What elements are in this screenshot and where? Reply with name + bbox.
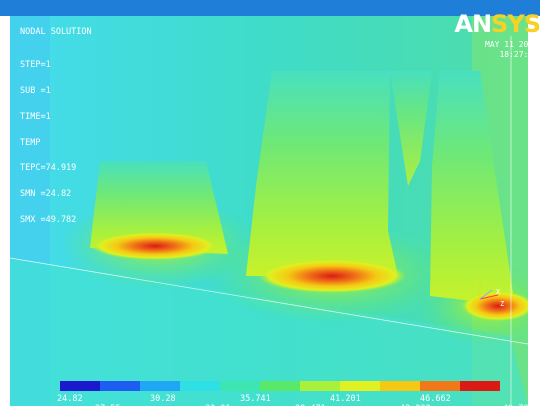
contour-plot-viewport[interactable]: X Z NODAL SOLUTION STEP=1 SUB =1 TIME=1 …	[10, 16, 528, 406]
legend-color-segment-0	[60, 381, 100, 391]
legend-color-segment-1	[100, 381, 140, 391]
hot-spot-3	[462, 291, 528, 321]
legend-value: 41.201	[330, 394, 361, 404]
legend-value: 38.471	[295, 404, 326, 414]
ansys-logo: ANSYS	[454, 10, 540, 38]
legend-color-segment-3	[180, 381, 220, 391]
legend-value: 33.01	[205, 404, 231, 414]
legend-color-segment-10	[460, 381, 500, 391]
solution-info: STEP=1 SUB =1 TIME=1 TEMP TEPC=74.919 SM…	[20, 44, 76, 242]
plot-title: NODAL SOLUTION	[20, 27, 92, 37]
legend-color-segment-2	[140, 381, 180, 391]
hot-spot-2	[258, 259, 406, 293]
info-step: STEP=1	[20, 60, 51, 71]
legend-value: 46.662	[420, 394, 451, 404]
info-temp: TEMP	[20, 137, 41, 148]
hot-spot-1	[91, 232, 219, 260]
legend-color-segment-5	[260, 381, 300, 391]
fin-1	[90, 161, 228, 254]
fin-3	[430, 71, 515, 306]
axis-triad: X Z	[479, 281, 504, 308]
info-sub: SUB =1	[20, 85, 51, 96]
fin-2-notch	[390, 71, 432, 186]
legend-value: 49.782	[503, 404, 534, 414]
window-header-bar	[0, 0, 540, 16]
axis-x-label: X	[496, 288, 501, 296]
legend-value: 43.932	[400, 404, 431, 414]
legend-value: 30.28	[150, 394, 176, 404]
edge-line	[10, 257, 528, 345]
legend-value: 27.55	[95, 404, 121, 414]
plot-date: MAY 11 2006	[485, 40, 538, 49]
info-smn: SMN =24.82	[20, 189, 72, 200]
info-smx: SMX =49.782	[20, 214, 77, 225]
info-tepc: TEPC=74.919	[20, 163, 77, 174]
legend-color-segment-8	[380, 381, 420, 391]
legend-color-segment-4	[220, 381, 260, 391]
floor-region	[10, 258, 528, 406]
fin-2	[246, 71, 398, 276]
legend-value: 24.82	[57, 394, 83, 404]
axis-z-label: Z	[500, 300, 504, 308]
info-time: TIME=1	[20, 111, 51, 122]
legend-color-segment-6	[300, 381, 340, 391]
legend-color-segment-7	[340, 381, 380, 391]
legend-color-segment-9	[420, 381, 460, 391]
legend-value: 35.741	[240, 394, 271, 404]
plot-time: 18:27:28	[499, 50, 538, 59]
color-legend-bar	[60, 381, 500, 391]
temperature-contour-field: X Z	[10, 16, 528, 406]
